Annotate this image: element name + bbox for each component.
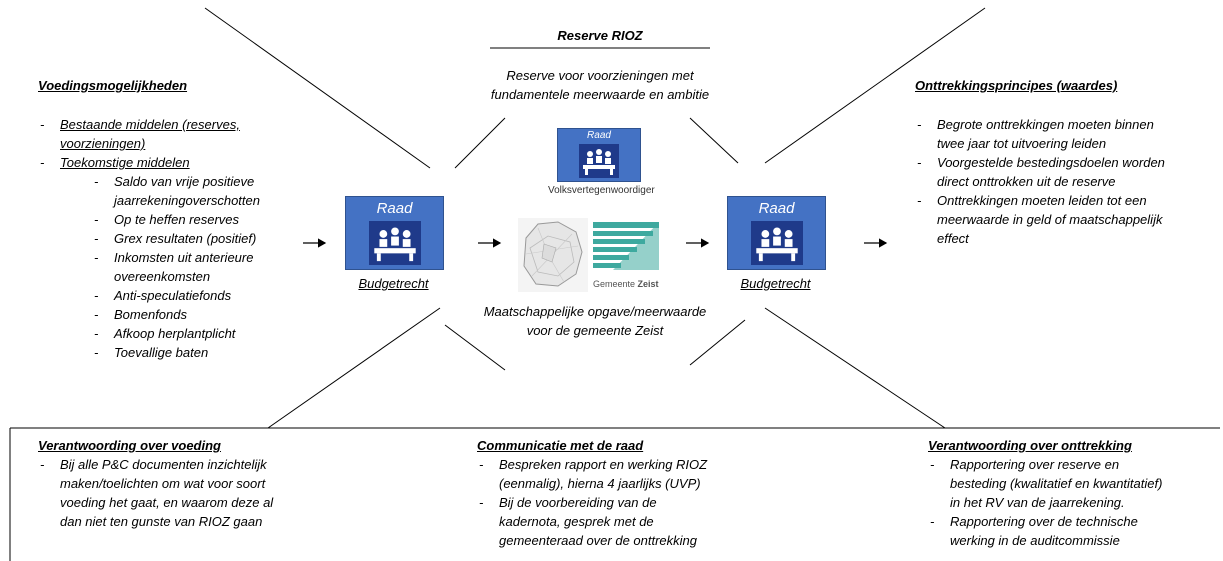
line-reserve-right <box>689 117 739 164</box>
voeding-sub-0: Saldo van vrije positieve <box>114 174 255 189</box>
raad-label: Raad <box>376 200 413 217</box>
list-item: Rapportering over de technische werking i… <box>928 512 1218 550</box>
maatschappelijk-line2: voor de gemeente Zeist <box>526 323 664 338</box>
onttrekking-list: Begrote onttrekkingen moeten binnen twee … <box>915 115 1215 248</box>
people-meeting-icon <box>750 221 803 265</box>
list-item: Afkoop herplantplicht <box>38 324 338 343</box>
onttrekking-0-0: Begrote onttrekkingen moeten binnen <box>937 117 1154 132</box>
list-item: Onttrekkingen moeten leiden tot een meerw… <box>915 191 1215 248</box>
communicatie-1-0: Bij de voorbereiding van de <box>499 495 657 510</box>
volksvertegenwoordiger-label: Volksvertegenwoordiger <box>548 185 655 196</box>
raad-label: Raad <box>758 200 795 217</box>
voeding-sub-2: Op te heffen reserves <box>114 212 240 227</box>
communicatie-title: Communicatie met de raad <box>477 438 644 453</box>
onttrekking-1-1: direct onttrokken uit de reserve <box>937 174 1116 189</box>
onttr-verantw-1-1: werking in de auditcommissie <box>950 533 1120 548</box>
line-mid-right <box>689 319 746 366</box>
list-item: Bespreken rapport en werking RIOZ (eenmal… <box>477 455 767 493</box>
gemeente-logo-text: Gemeente Zeist <box>593 278 673 290</box>
voeding-verantw-line0: Bij alle P&C documenten inzichtelijk <box>60 457 267 472</box>
verantwoording-onttrekking-title: Verantwoording over onttrekking <box>928 438 1132 453</box>
list-item: Grex resultaten (positief) <box>38 229 338 248</box>
maatschappelijk-text: Maatschappelijke opgave/meerwaarde voor … <box>450 302 740 340</box>
list-item: Bij alle P&C documenten inzichtelijk mak… <box>38 455 328 531</box>
onttr-verantw-1-0: Rapportering over de technische <box>950 514 1138 529</box>
voeding-item2: Toekomstige middelen <box>60 155 190 170</box>
reserve-description-line2: fundamentele meerwaarde en ambitie <box>490 87 710 102</box>
logo-prefix: Gemeente <box>593 279 636 289</box>
verantwoording-voeding-list: Bij alle P&C documenten inzichtelijk mak… <box>38 455 328 531</box>
raad-box-left: Raad <box>345 196 444 270</box>
list-item: Saldo van vrije positieve jaarrekeningove… <box>38 172 338 210</box>
voeding-sub-4: Inkomsten uit anterieure <box>114 250 254 265</box>
list-item: Begrote onttrekkingen moeten binnen twee … <box>915 115 1215 153</box>
line-top-left <box>204 7 431 169</box>
budgetrecht-right: Budgetrecht <box>740 276 811 291</box>
list-item: Toekomstige middelen <box>38 153 338 172</box>
onttrekking-2-2: effect <box>937 231 969 246</box>
list-item: Rapportering over reserve en besteding (k… <box>928 455 1218 512</box>
map-image <box>518 218 588 292</box>
verantwoording-voeding-title: Verantwoording over voeding <box>38 438 221 453</box>
reserve-title: Reserve RIOZ <box>557 28 643 43</box>
list-item: Voorgestelde bestedingsdoelen worden dire… <box>915 153 1215 191</box>
list-item: Bomenfonds <box>38 305 338 324</box>
people-meeting-icon <box>579 144 619 178</box>
onttr-verantw-0-2: in het RV van de jaarrekening. <box>950 495 1125 510</box>
onttr-verantw-0-0: Rapportering over reserve en <box>950 457 1120 472</box>
list-item: Bestaande middelen (reserves, voorziening… <box>38 115 338 153</box>
raad-box-right: Raad <box>727 196 826 270</box>
list-item: Anti-speculatiefonds <box>38 286 338 305</box>
reserve-description-line1: Reserve voor voorzieningen met <box>506 68 694 83</box>
raad-box-center: Raad <box>557 128 641 182</box>
list-item: Inkomsten uit anterieure overeenkomsten <box>38 248 338 286</box>
voeding-verantw-line1: maken/toelichten om wat voor soort <box>60 476 266 491</box>
maatschappelijk-line1: Maatschappelijke opgave/meerwaarde <box>483 304 707 319</box>
people-meeting-icon <box>368 221 421 265</box>
voeding-sub-6: Anti-speculatiefonds <box>114 288 232 303</box>
reserve-description: Reserve voor voorzieningen met fundament… <box>440 66 760 104</box>
voeding-item1-line1: Bestaande middelen (reserves, <box>60 117 240 132</box>
voeding-sub-3: Grex resultaten (positief) <box>114 231 257 246</box>
line-reserve-left <box>454 117 506 169</box>
line-bottom-left <box>267 307 441 429</box>
communicatie-0-0: Bespreken rapport en werking RIOZ <box>499 457 708 472</box>
raad-label: Raad <box>587 130 611 141</box>
budgetrecht-left: Budgetrecht <box>358 276 429 291</box>
voeding-item1-line2: voorzieningen) <box>60 136 146 151</box>
voeding-sub-5: overeenkomsten <box>114 269 211 284</box>
list-item: Op te heffen reserves <box>38 210 338 229</box>
gemeente-zeist-logo <box>593 222 659 270</box>
voeding-sub-1: jaarrekeningoverschotten <box>114 193 260 208</box>
communicatie-list: Bespreken rapport en werking RIOZ (eenmal… <box>477 455 767 550</box>
list-item: Toevallige baten <box>38 343 338 362</box>
line-bottom-right <box>764 307 946 429</box>
communicatie-0-1: (eenmalig), hierna 4 jaarlijks (UVP) <box>499 476 701 491</box>
onttrekking-2-1: meerwaarde in geld of maatschappelijk <box>937 212 1163 227</box>
list-item: Bij de voorbereiding van de kadernota, ge… <box>477 493 767 550</box>
voeding-sub-8: Afkoop herplantplicht <box>114 326 236 341</box>
line-top-right <box>764 7 986 164</box>
logo-name: Zeist <box>637 279 659 289</box>
communicatie-1-1: kadernota, gesprek met de <box>499 514 654 529</box>
voeding-sub-9: Toevallige baten <box>114 345 209 360</box>
onttrekking-0-1: twee jaar tot uitvoering leiden <box>937 136 1107 151</box>
onttr-verantw-0-1: besteding (kwalitatief en kwantitatief) <box>950 476 1163 491</box>
onttrekking-1-0: Voorgestelde bestedingsdoelen worden <box>937 155 1165 170</box>
voeding-verantw-line3: dan niet ten gunste van RIOZ gaan <box>60 514 263 529</box>
verantwoording-onttrekking-list: Rapportering over reserve en besteding (k… <box>928 455 1218 550</box>
communicatie-1-2: gemeenteraad over de onttrekking <box>499 533 698 548</box>
voeding-sub-7: Bomenfonds <box>114 307 187 322</box>
voeding-title: Voedingsmogelijkheden <box>38 78 188 93</box>
onttrekking-title: Onttrekkingsprincipes (waardes) <box>915 78 1118 93</box>
line-mid-left <box>444 324 506 371</box>
onttrekking-2-0: Onttrekkingen moeten leiden tot een <box>937 193 1147 208</box>
voeding-list: Bestaande middelen (reserves, voorziening… <box>38 115 338 362</box>
voeding-verantw-line2: voeding het gaat, en waarom deze al <box>60 495 274 510</box>
